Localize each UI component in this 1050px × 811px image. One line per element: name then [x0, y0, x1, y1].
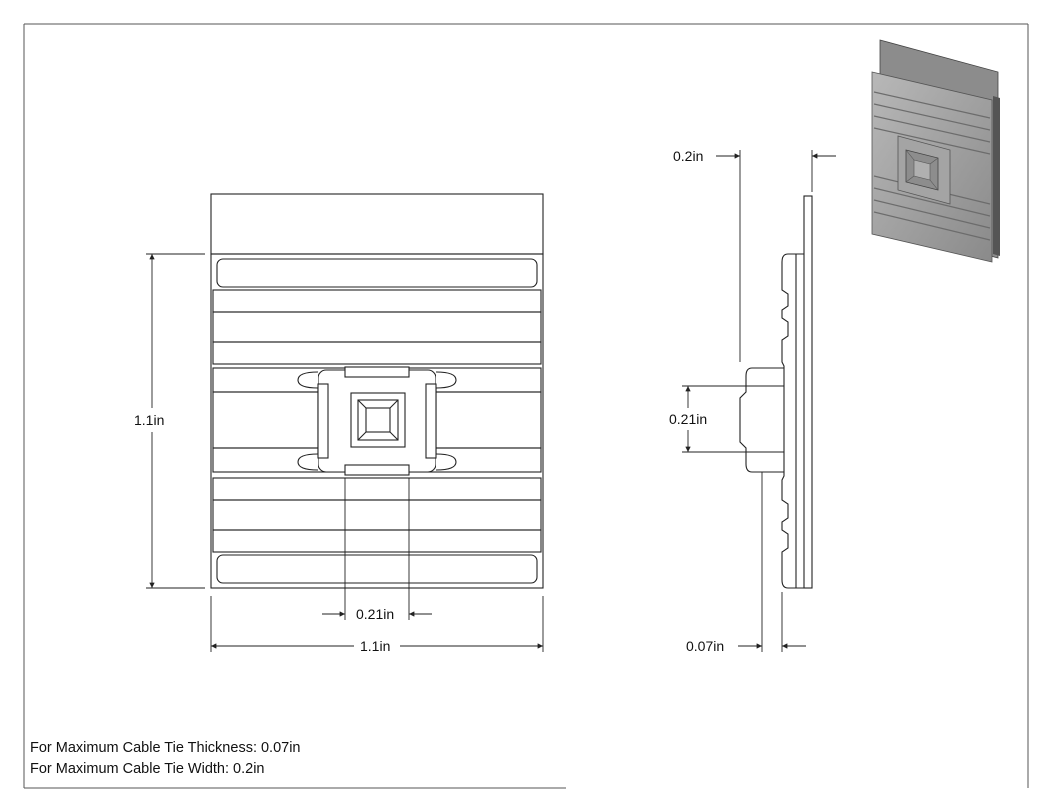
front-slot-width-label: 0.21in	[356, 606, 394, 622]
side-view	[739, 195, 813, 589]
note-max-width: For Maximum Cable Tie Width: 0.2in	[30, 761, 265, 777]
side-base-thickness-label: 0.07in	[686, 638, 724, 654]
side-slot-height-label: 0.21in	[669, 411, 707, 427]
front-view	[210, 193, 544, 589]
sheet-border	[23, 23, 1029, 789]
side-dimensions	[682, 150, 836, 652]
isometric-view	[871, 39, 1000, 263]
front-height-label: 1.1in	[134, 412, 164, 428]
note-max-thickness: For Maximum Cable Tie Thickness: 0.07in	[30, 740, 301, 756]
front-dimensions	[146, 253, 544, 652]
front-width-label: 1.1in	[360, 638, 390, 654]
side-thickness-label: 0.2in	[673, 148, 703, 164]
